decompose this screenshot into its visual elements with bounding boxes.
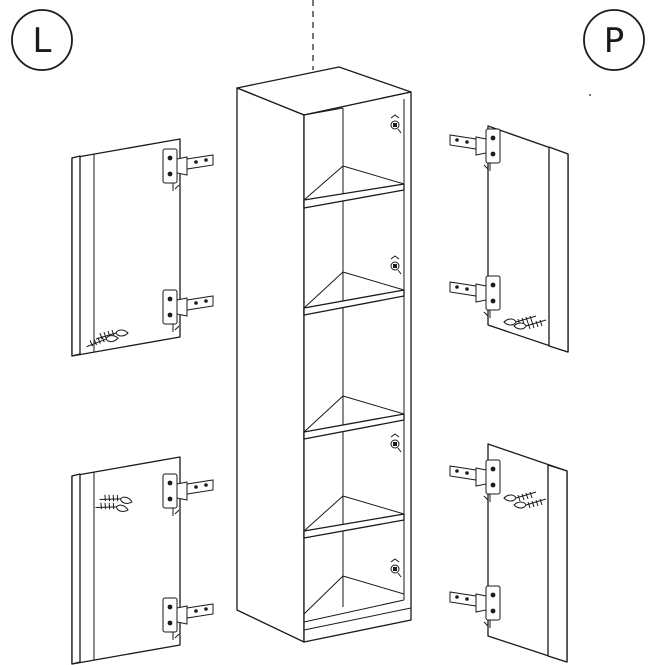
stray-dot (589, 94, 591, 96)
shelf-1 (303, 165, 405, 209)
right-badge-circle (583, 9, 645, 71)
right-side-badge: P (583, 9, 645, 71)
left-badge-circle (11, 9, 73, 71)
cabinet-body (236, 66, 412, 643)
right-upper-door (449, 125, 569, 353)
shelf-2 (303, 271, 405, 316)
left-side-badge: L (11, 9, 73, 71)
shelf-3 (303, 395, 405, 440)
left-lower-door (71, 456, 214, 665)
right-lower-door (449, 443, 568, 663)
shelf-bottom (303, 575, 405, 615)
left-badge-label: L (33, 21, 52, 61)
shelf-4 (303, 495, 405, 539)
left-upper-door (71, 138, 214, 357)
right-badge-label: P (604, 21, 625, 61)
